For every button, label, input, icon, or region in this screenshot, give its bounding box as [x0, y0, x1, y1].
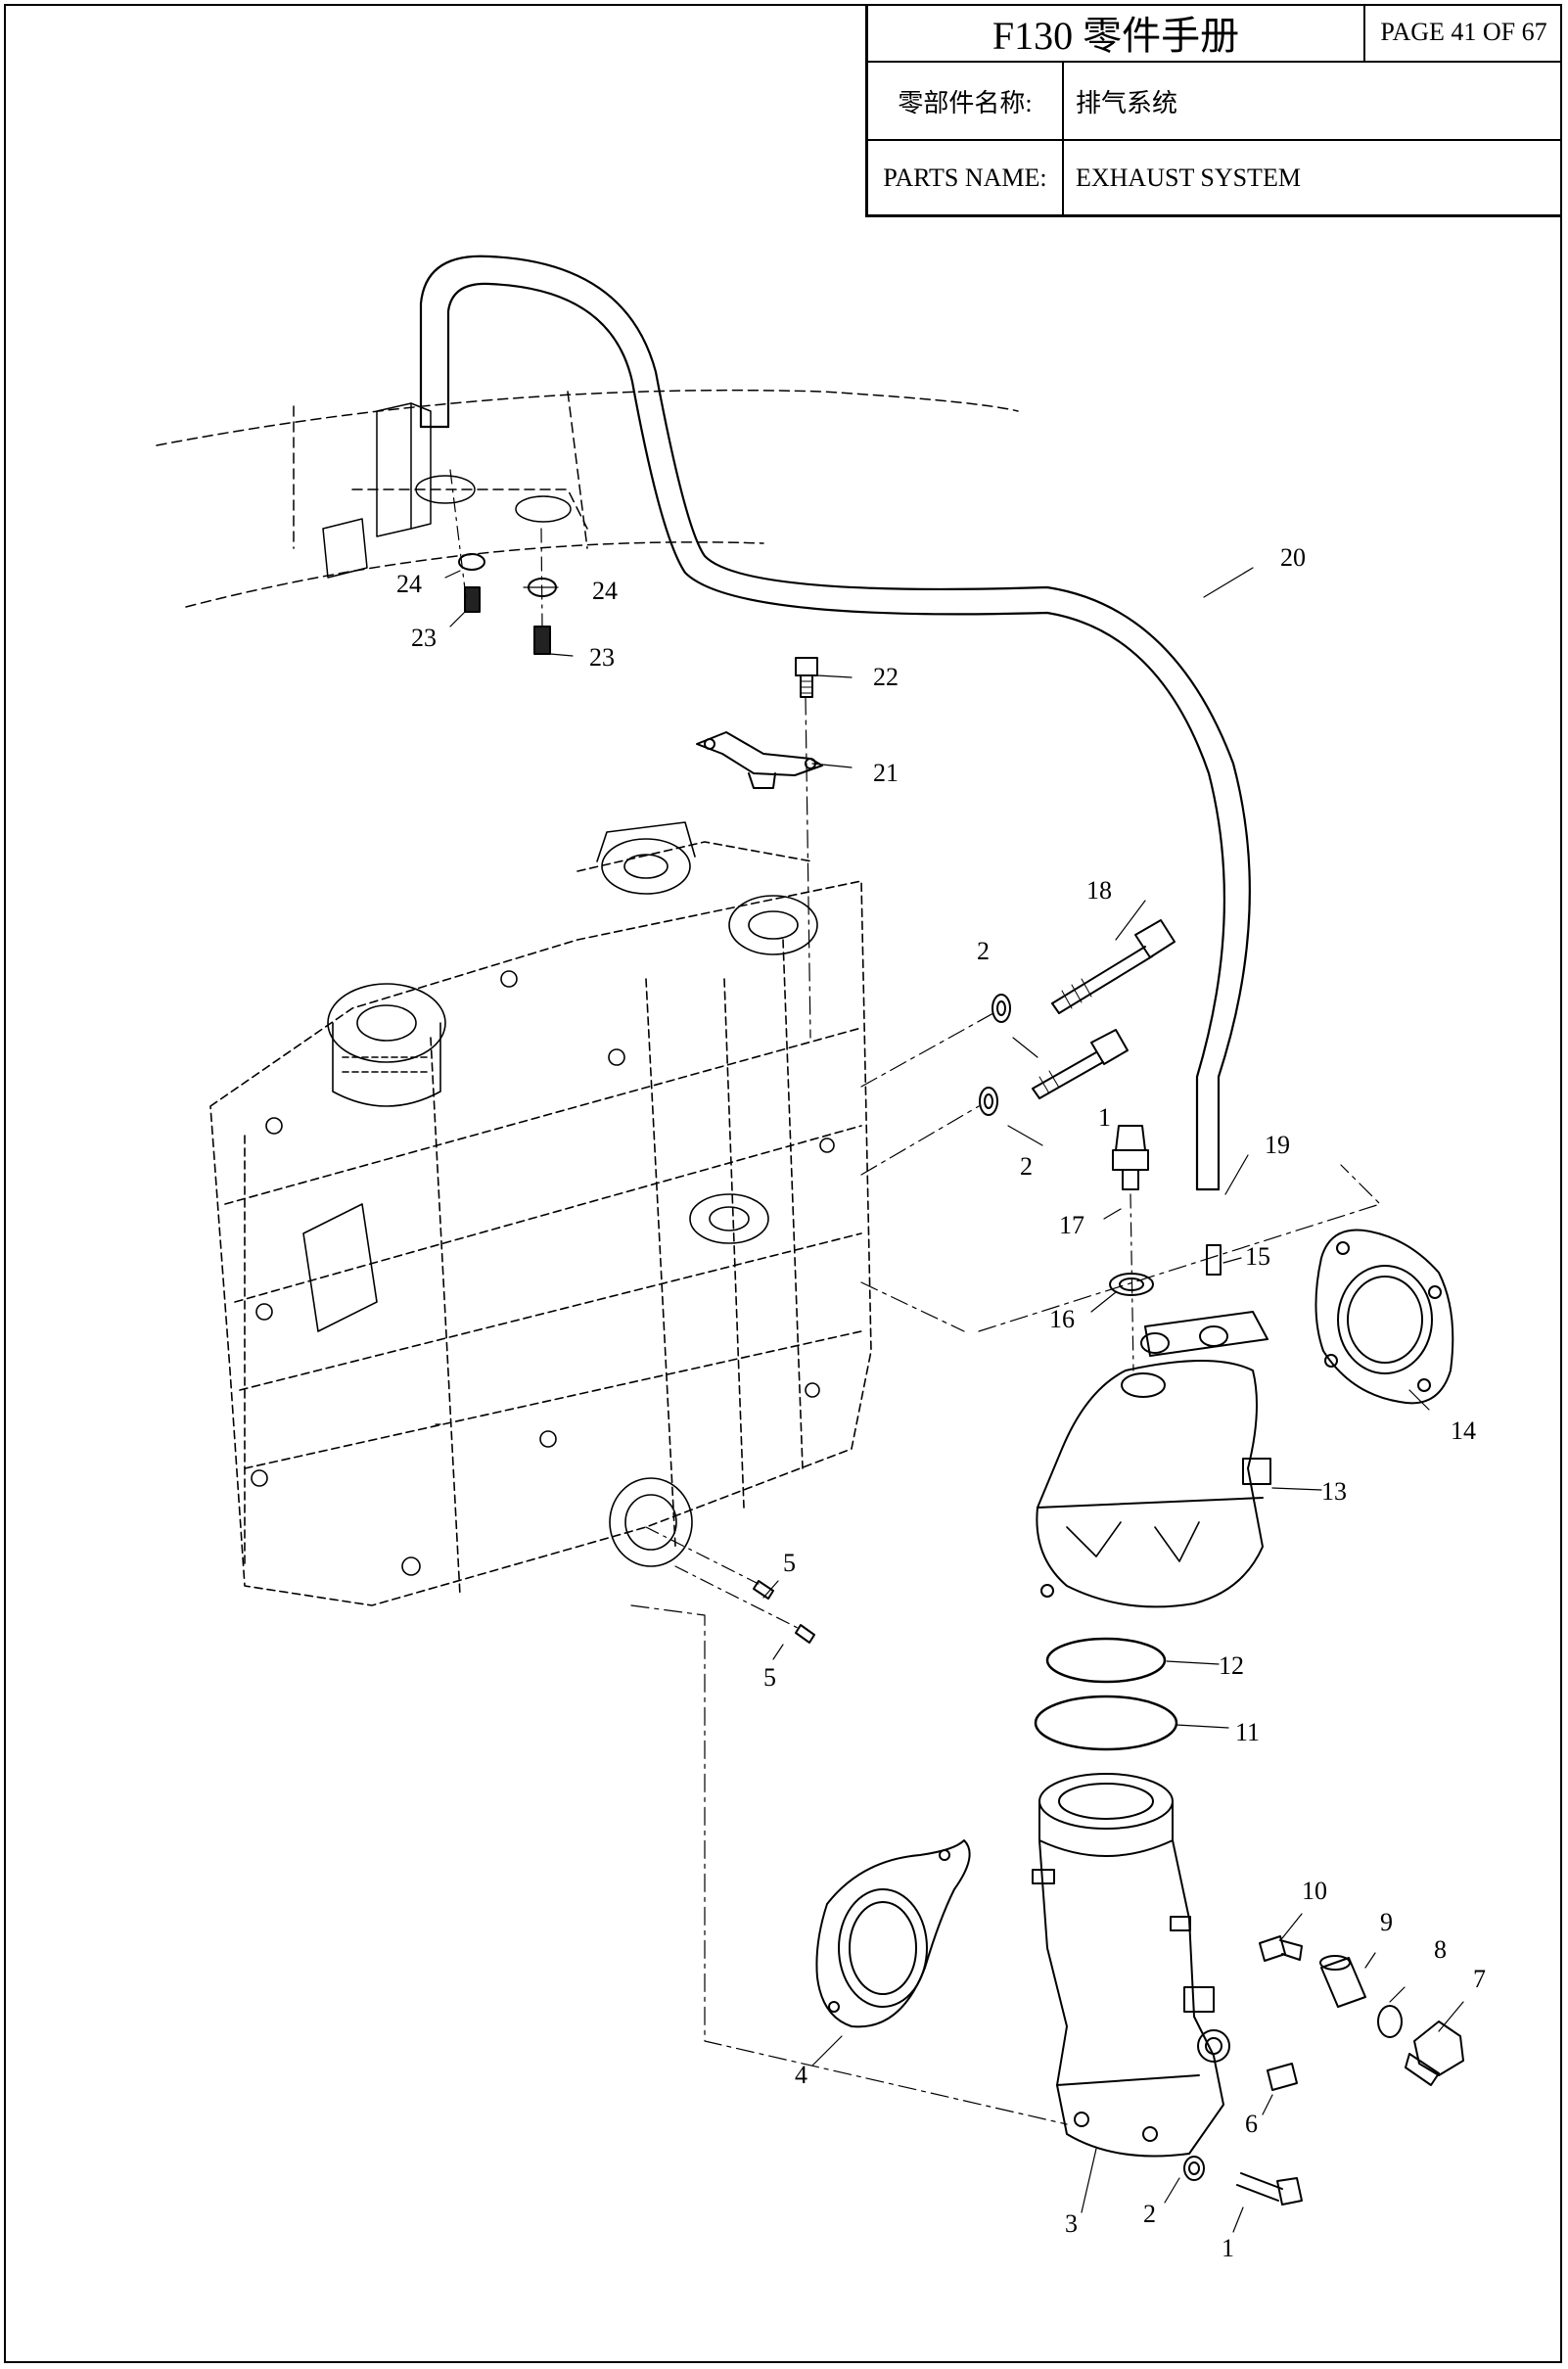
callout-20: 20	[1280, 543, 1306, 572]
cn-name-row: 零部件名称: 排气系统	[868, 63, 1562, 141]
cylinder-block-details	[251, 821, 835, 1576]
callout-12: 12	[1219, 1651, 1244, 1680]
callout-4: 4	[795, 2061, 807, 2089]
callout-11: 11	[1235, 1718, 1260, 1746]
callout-labels: 20 19 18 2 1 2 17 16 15 14 13 12 11 10 9…	[396, 543, 1486, 2262]
callout-5b: 5	[763, 1663, 776, 1692]
callout-21: 21	[873, 759, 899, 787]
callout-19: 19	[1265, 1131, 1290, 1159]
en-parts-name-label: PARTS NAME:	[868, 141, 1064, 214]
upper-casting-outline	[156, 389, 1019, 608]
callout-1a: 1	[1098, 1103, 1111, 1132]
callout-9: 9	[1380, 1908, 1393, 1936]
plug-6	[1267, 2063, 1298, 2091]
callout-22: 22	[873, 663, 899, 691]
o-ring-8	[1377, 2005, 1403, 2038]
callout-18: 18	[1086, 876, 1112, 905]
dowel-15	[1206, 1244, 1222, 1276]
callout-1b: 1	[1222, 2234, 1234, 2262]
page-frame	[4, 4, 1562, 2363]
bolt-1-upper	[979, 1029, 1129, 1116]
collar-9	[1319, 1955, 1366, 2008]
callout-6: 6	[1245, 2110, 1258, 2138]
bolt-1-lower	[1183, 2156, 1303, 2206]
callout-13: 13	[1321, 1477, 1347, 1506]
o-ring-12	[1045, 1637, 1167, 1684]
exhaust-pipe-3	[1032, 1773, 1230, 2158]
centerline-upper	[805, 696, 811, 1039]
en-parts-name-value: EXHAUST SYSTEM	[1076, 163, 1301, 192]
bolt-10	[1259, 1935, 1303, 1962]
gasket-14	[1314, 1229, 1454, 1405]
callout-23a: 23	[411, 624, 437, 652]
callout-3: 3	[1065, 2209, 1078, 2238]
callout-2a: 2	[977, 937, 990, 965]
water-hose	[419, 255, 1251, 1191]
centerline-4	[630, 1604, 1068, 2125]
bracket-21	[696, 731, 823, 789]
en-name-row: PARTS NAME: EXHAUST SYSTEM	[868, 141, 1562, 214]
cn-parts-name-value: 排气系统	[1076, 88, 1178, 117]
callout-2b: 2	[1020, 1152, 1033, 1181]
drain-plug-7	[1405, 2021, 1464, 2086]
page-indicator: PAGE 41 OF 67	[1380, 18, 1547, 46]
callout-8: 8	[1434, 1935, 1447, 1964]
centerline-1	[860, 1105, 980, 1176]
cylinder-block	[209, 841, 872, 1606]
callout-15: 15	[1245, 1242, 1270, 1271]
callout-24b: 24	[592, 577, 618, 605]
manual-title: F130 零件手册	[868, 4, 1365, 61]
centerline-18	[860, 1012, 994, 1088]
leader-lines	[435, 567, 1464, 2233]
bolt-18	[992, 919, 1176, 1023]
plug-17	[1109, 1125, 1154, 1296]
callout-2c: 2	[1143, 2200, 1156, 2228]
upper-screws	[449, 469, 557, 655]
title-row: F130 零件手册 PAGE 41 OF 67	[868, 4, 1562, 63]
gasket-4	[815, 1839, 971, 2028]
callout-5a: 5	[783, 1549, 796, 1577]
callout-10: 10	[1302, 1877, 1327, 1905]
bolt-22	[795, 657, 818, 698]
casting-boss	[322, 402, 572, 579]
callout-7: 7	[1473, 1965, 1486, 1993]
callout-16: 16	[1049, 1305, 1075, 1333]
callout-17: 17	[1059, 1211, 1084, 1239]
callout-14: 14	[1451, 1417, 1476, 1445]
callout-24a: 24	[396, 570, 422, 598]
callout-23b: 23	[589, 643, 615, 672]
title-block: F130 零件手册 PAGE 41 OF 67 零部件名称: 排气系统 PART…	[865, 4, 1562, 217]
dowels-5	[645, 1526, 815, 1644]
centerline-14	[860, 1164, 1381, 1332]
o-ring-11	[1034, 1695, 1178, 1751]
cn-parts-name-label: 零部件名称:	[868, 63, 1064, 139]
exhaust-manifold-13	[1036, 1311, 1271, 1608]
